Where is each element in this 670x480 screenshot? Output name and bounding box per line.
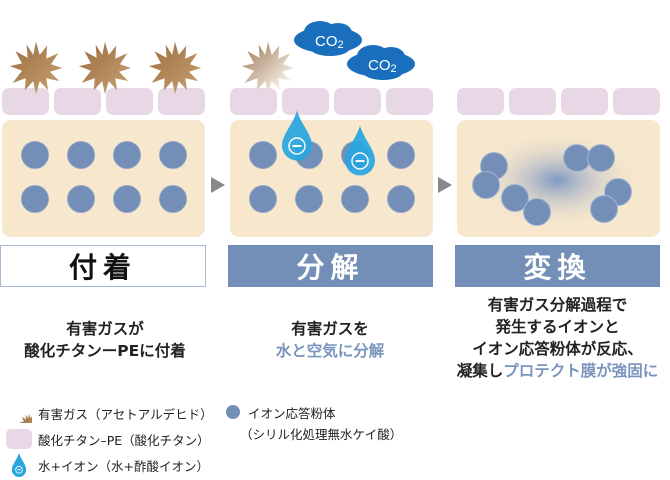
legend-label: 水+イオン（水+酢酸イオン） bbox=[38, 458, 209, 474]
titanium-pe-tile bbox=[386, 88, 433, 115]
stage-description-conversion: 有害ガス分解過程で発生するイオンとイオン応答粉体が反応、凝集しプロテクト膜が強固… bbox=[445, 294, 670, 382]
co2-cloud-icon: CO2 bbox=[347, 45, 415, 80]
ion-response-particle bbox=[587, 144, 615, 172]
ion-response-particle bbox=[387, 185, 415, 213]
cloud-shape bbox=[310, 40, 350, 56]
harmful-gas-icon bbox=[148, 41, 202, 95]
stage-label-text: 付着 bbox=[68, 251, 137, 284]
harmful-gas-icon bbox=[9, 41, 63, 95]
description-text: 凝集し bbox=[456, 362, 504, 380]
drop-shape bbox=[282, 110, 312, 161]
aggregated-particle-pair bbox=[590, 178, 632, 223]
description-text: イオン応答粉体が反応、 bbox=[472, 340, 643, 358]
water-ion-drop-icon bbox=[282, 110, 312, 161]
description-text: 有害ガス分解過程で bbox=[487, 296, 628, 314]
ion-ring bbox=[351, 152, 369, 170]
ion-response-particle bbox=[563, 144, 591, 172]
ion-response-particle bbox=[159, 185, 187, 213]
titanium-pe-tile bbox=[457, 88, 504, 115]
gas-burst-icon bbox=[6, 403, 32, 423]
titanium-pe-tile bbox=[2, 88, 49, 115]
ion-response-particle bbox=[590, 195, 618, 223]
substrate-box bbox=[230, 120, 433, 237]
co2-label: CO2 bbox=[315, 33, 344, 51]
stage-description-decomposition: 有害ガスを水と空気に分解 bbox=[225, 318, 435, 362]
co2-cloud-icon: CO2 bbox=[294, 21, 362, 56]
ion-response-particle bbox=[249, 185, 277, 213]
description-text: 酸化チタンーPEに付着 bbox=[24, 342, 186, 360]
legend-sublabel: （シリル化処理無水ケイ酸） bbox=[240, 427, 403, 442]
ion-powder-icon bbox=[226, 405, 240, 419]
description-line: 酸化チタンーPEに付着 bbox=[0, 340, 210, 362]
description-text: 発生するイオンと bbox=[495, 318, 620, 336]
ion-response-particle bbox=[387, 141, 415, 169]
titanium-pe-tile bbox=[54, 88, 101, 115]
stage-label-text: 変換 bbox=[523, 251, 592, 284]
description-line: 発生するイオンと bbox=[445, 316, 670, 338]
titanium-tile-icon bbox=[6, 429, 32, 449]
titanium-pe-tile bbox=[613, 88, 660, 115]
description-text: 有害ガスが bbox=[66, 320, 144, 338]
titanium-pe-tile bbox=[106, 88, 153, 115]
ion-response-particle bbox=[501, 184, 529, 212]
stage-label-text: 分解 bbox=[296, 251, 365, 284]
substrate-box bbox=[2, 120, 205, 237]
cloud-shape bbox=[324, 23, 352, 43]
legend-label: イオン応答粉体 bbox=[248, 406, 336, 421]
decomposing-gas-icon bbox=[241, 41, 295, 95]
ion-response-particle bbox=[67, 185, 95, 213]
titanium-pe-tile bbox=[509, 88, 556, 115]
titanium-pe-tile bbox=[230, 88, 277, 115]
titanium-pe-tile bbox=[282, 88, 329, 115]
cloud-shape bbox=[363, 64, 403, 80]
legend-item-gas: 有害ガス（アセトアルデヒド） bbox=[6, 403, 213, 423]
ion-response-particle bbox=[523, 198, 551, 226]
stage-panel-1 bbox=[2, 88, 205, 237]
ion-response-particle bbox=[113, 141, 141, 169]
ion-response-particle bbox=[249, 141, 277, 169]
stage-description-adhesion: 有害ガスが酸化チタンーPEに付着 bbox=[0, 318, 210, 362]
legend-item-water-ion: 水+イオン（水+酢酸イオン） bbox=[6, 453, 209, 477]
description-line: 凝集しプロテクト膜が強固に bbox=[445, 360, 670, 382]
stage-label-conversion: 変換 bbox=[455, 245, 660, 287]
next-arrow-icon bbox=[438, 177, 452, 193]
stage-panel-2 bbox=[230, 88, 433, 237]
harmful-gas-icon bbox=[78, 41, 132, 95]
water-ion-drop-icon bbox=[6, 453, 32, 477]
ion-response-particle bbox=[113, 185, 141, 213]
description-line: 有害ガス分解過程で bbox=[445, 294, 670, 316]
description-text: 有害ガスを bbox=[291, 320, 369, 338]
legend-label: 有害ガス（アセトアルデヒド） bbox=[38, 406, 213, 422]
titanium-pe-tile bbox=[334, 88, 381, 115]
next-arrow-icon bbox=[211, 177, 225, 193]
stage-label-adhesion: 付着 bbox=[0, 245, 206, 287]
ion-response-particle bbox=[472, 171, 500, 199]
ion-response-particle bbox=[21, 185, 49, 213]
description-line: 有害ガスを bbox=[225, 318, 435, 340]
ion-response-particle bbox=[21, 141, 49, 169]
description-line: イオン応答粉体が反応、 bbox=[445, 338, 670, 360]
water-ion-drop-icon bbox=[345, 125, 375, 176]
titanium-pe-tile bbox=[158, 88, 205, 115]
co2-label: CO2 bbox=[368, 57, 397, 75]
aggregated-particle-pair bbox=[563, 144, 615, 172]
description-line: 有害ガスが bbox=[0, 318, 210, 340]
cloud-shape bbox=[377, 47, 405, 67]
legend-item-ion-powder: イオン応答粉体 （シリル化処理無水ケイ酸） bbox=[222, 403, 402, 445]
stage-label-decomposition: 分解 bbox=[228, 245, 433, 287]
ion-response-particle bbox=[67, 141, 95, 169]
ion-ring bbox=[288, 137, 306, 155]
ion-response-particle bbox=[341, 185, 369, 213]
highlighted-text: プロテクト膜が強固に bbox=[503, 362, 659, 380]
aggregated-particle-pair bbox=[472, 152, 508, 199]
legend-item-titanium: 酸化チタン–PE（酸化チタン） bbox=[6, 429, 210, 449]
titanium-pe-tile bbox=[561, 88, 608, 115]
aggregated-particle-pair bbox=[501, 184, 551, 226]
highlighted-text: 水と空気に分解 bbox=[275, 342, 385, 360]
description-line: 水と空気に分解 bbox=[225, 340, 435, 362]
legend-label: 酸化チタン–PE（酸化チタン） bbox=[38, 432, 210, 448]
ion-response-particle bbox=[159, 141, 187, 169]
ion-response-particle bbox=[295, 185, 323, 213]
